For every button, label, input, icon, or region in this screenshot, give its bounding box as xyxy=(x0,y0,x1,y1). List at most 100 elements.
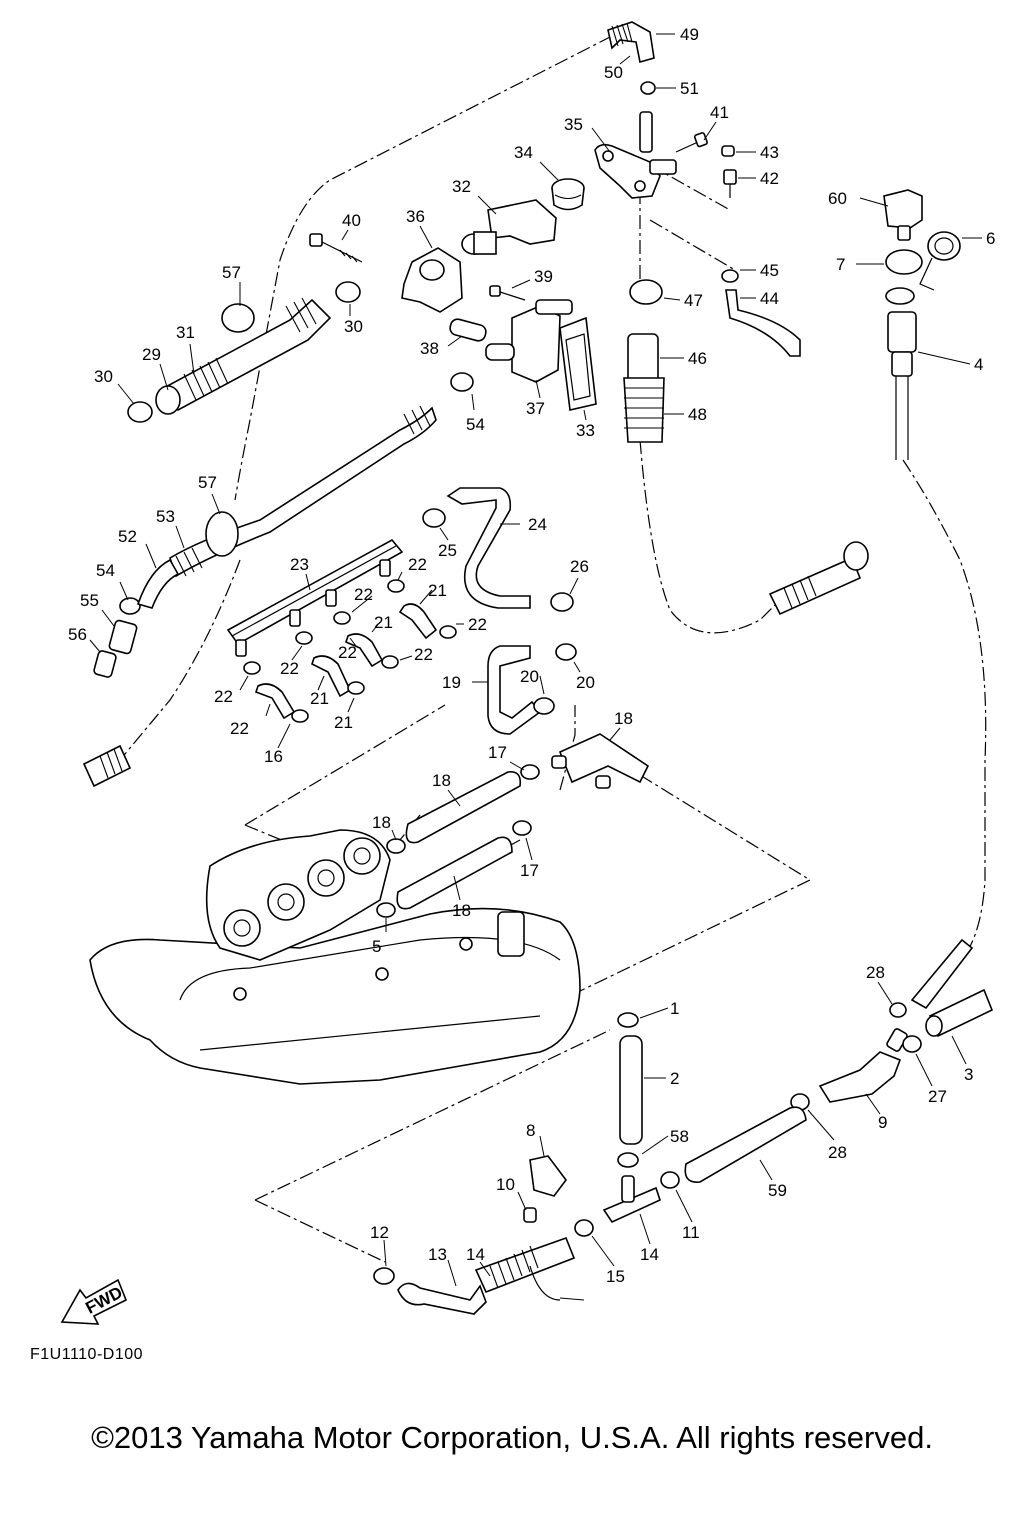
callout-14-right: 15 xyxy=(606,1267,625,1286)
cap-43 xyxy=(721,145,735,157)
callout-21-b: 21 xyxy=(374,613,393,632)
joint-37 xyxy=(485,299,573,383)
hose-end-lower-left xyxy=(82,744,132,788)
clamp-28-upper xyxy=(617,1012,639,1028)
joint-2 xyxy=(818,1028,908,1103)
callout-21-c: 21 xyxy=(310,689,329,708)
clamp-54-upper xyxy=(450,372,474,392)
callout-22-h: 21 xyxy=(334,713,353,732)
callout-27: 2 xyxy=(670,1069,679,1088)
hose-12 xyxy=(397,1282,487,1315)
hose-52 xyxy=(136,558,180,609)
fwd-arrow-icon: FWD xyxy=(60,1278,128,1325)
callout-16: 18 xyxy=(614,709,633,728)
hose-long-middle xyxy=(169,405,437,578)
callout-3: 27 xyxy=(928,1087,947,1106)
clamp-30-upper xyxy=(335,281,361,303)
callout-44: 44 xyxy=(760,289,779,308)
filler-cap-60 xyxy=(883,189,923,241)
callout-57-upper: 57 xyxy=(222,263,241,282)
callout-51: 51 xyxy=(680,79,699,98)
callout-42: 42 xyxy=(760,169,779,188)
callout-22-b: 22 xyxy=(354,585,373,604)
hose-corrugated-mid-right xyxy=(768,541,869,616)
clamp-28-lower xyxy=(617,1152,639,1168)
callout-12: 13 xyxy=(428,1245,447,1264)
clamp-10 xyxy=(660,1171,680,1189)
callout-14-left: 12 xyxy=(370,1223,389,1242)
hose-13 xyxy=(474,1236,576,1294)
hose-1 xyxy=(925,988,994,1038)
callout-6: 6 xyxy=(986,229,995,248)
callout-46: 46 xyxy=(688,349,707,368)
clamp-45 xyxy=(721,269,739,283)
callout-43: 43 xyxy=(760,143,779,162)
callout-40: 40 xyxy=(342,211,361,230)
tee-11 xyxy=(602,1175,661,1224)
clamp-47 xyxy=(629,279,663,305)
callout-18-a: 17 xyxy=(488,743,507,762)
callout-26: 26 xyxy=(570,557,589,576)
callout-29: 29 xyxy=(142,345,161,364)
callout-22-i: 16 xyxy=(264,747,283,766)
callout-18-b: 18 xyxy=(372,813,391,832)
callout-18-c: 17 xyxy=(520,861,539,880)
callout-4: 4 xyxy=(974,355,983,374)
callout-9: 28 xyxy=(828,1143,847,1162)
callout-31: 31 xyxy=(176,323,195,342)
callout-39: 39 xyxy=(534,267,553,286)
callout-11: 14 xyxy=(640,1245,659,1264)
clamp-3 xyxy=(902,1035,922,1053)
clamp-51 xyxy=(640,81,656,95)
parts: FWD xyxy=(60,21,994,1325)
callout-10: 11 xyxy=(682,1223,700,1242)
clamp-5 xyxy=(889,1002,907,1018)
gasket-33 xyxy=(559,316,597,411)
callout-32: 32 xyxy=(452,177,471,196)
clamp-18-b xyxy=(386,838,406,854)
callout-56: 56 xyxy=(68,625,87,644)
callout-23: 23 xyxy=(290,555,309,574)
callout-22-c: 22 xyxy=(468,615,487,634)
callout-35: 35 xyxy=(564,115,583,134)
clamp-20-lower xyxy=(533,697,555,715)
hose-24 xyxy=(446,487,531,609)
bracket-36 xyxy=(401,247,463,313)
clamp-25 xyxy=(422,508,446,528)
callout-18-d: 5 xyxy=(372,937,381,956)
cap-6 xyxy=(919,231,961,291)
callout-20-right: 20 xyxy=(576,673,595,692)
callout-22-g: 22 xyxy=(214,687,233,706)
callout-52: 52 xyxy=(118,527,137,546)
washer xyxy=(885,287,915,305)
callout-54-lower: 54 xyxy=(96,561,115,580)
bolt-41 xyxy=(675,132,708,153)
connector-56 xyxy=(93,650,117,678)
clip-58 xyxy=(529,1155,567,1197)
callout-49: 49 xyxy=(680,25,699,44)
callout-8: 59 xyxy=(768,1181,787,1200)
clamp-18-a xyxy=(520,764,540,780)
callout-53: 53 xyxy=(156,507,175,526)
callout-22-e: 22 xyxy=(414,645,433,664)
hoses-21-clamps-22 xyxy=(243,579,457,723)
callout-7: 7 xyxy=(836,255,845,274)
callout-37: 37 xyxy=(526,399,545,418)
diagram-reference-code: F1U1110-D100 xyxy=(30,1346,144,1363)
callout-28-upper: 1 xyxy=(670,999,679,1018)
callout-28-lower: 58 xyxy=(670,1127,689,1146)
callout-47: 47 xyxy=(684,291,703,310)
fitting-4 xyxy=(887,311,917,460)
clamp-30-lower xyxy=(127,401,153,423)
callout-2: 9 xyxy=(878,1113,887,1132)
callout-21-d: 22 xyxy=(230,719,249,738)
hose-44 xyxy=(725,289,801,357)
hose-27 xyxy=(619,1035,643,1145)
callout-54-upper: 54 xyxy=(466,415,485,434)
callout-55: 55 xyxy=(80,591,99,610)
callout-17-upper: 18 xyxy=(432,771,451,790)
joint-16 xyxy=(551,733,650,789)
callout-60: 60 xyxy=(828,189,847,208)
hose-46-48 xyxy=(623,333,665,443)
